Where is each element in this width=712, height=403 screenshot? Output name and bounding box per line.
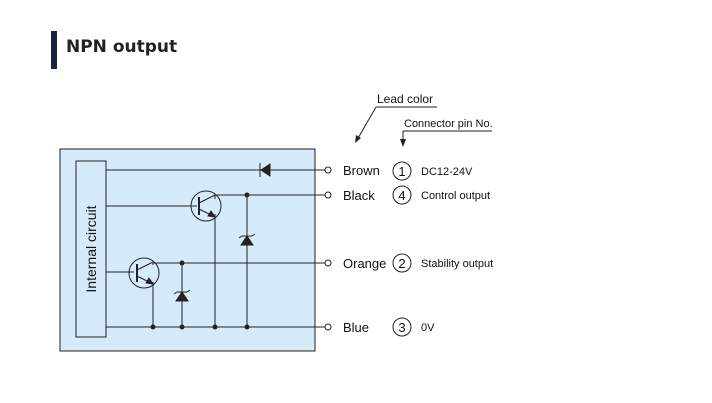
lead-color-brown: Brown <box>343 163 380 178</box>
zener-diode-1-icon <box>238 233 256 246</box>
lead-color-header: Lead color <box>377 92 433 106</box>
function-control-output: Control output <box>421 190 490 202</box>
connector-pin-header: Connector pin No. <box>404 118 493 130</box>
internal-circuit-label: Internal circuit <box>83 205 99 292</box>
diode-icon <box>259 163 271 177</box>
lead-color-black: Black <box>343 188 375 203</box>
function-stability-output: Stability output <box>421 258 493 270</box>
pin-number-4: 4 <box>398 188 405 203</box>
pin-number-3: 3 <box>398 320 405 335</box>
page-title: NPN output <box>66 37 178 57</box>
junction-dots <box>150 192 250 330</box>
title-accent-bar <box>51 31 57 69</box>
lead-color-blue: Blue <box>343 320 369 335</box>
terminals <box>324 166 332 331</box>
zener-diode-2-icon <box>173 289 191 302</box>
function-0v: 0V <box>421 322 435 334</box>
pin-number-1: 1 <box>398 164 405 179</box>
transistor-1-icon <box>190 190 222 222</box>
function-dc: DC12-24V <box>421 166 473 178</box>
lead-color-orange: Orange <box>343 256 386 271</box>
internal-circuit-block <box>75 160 107 338</box>
transistor-2-icon <box>128 257 160 289</box>
pin-number-2: 2 <box>398 256 405 271</box>
